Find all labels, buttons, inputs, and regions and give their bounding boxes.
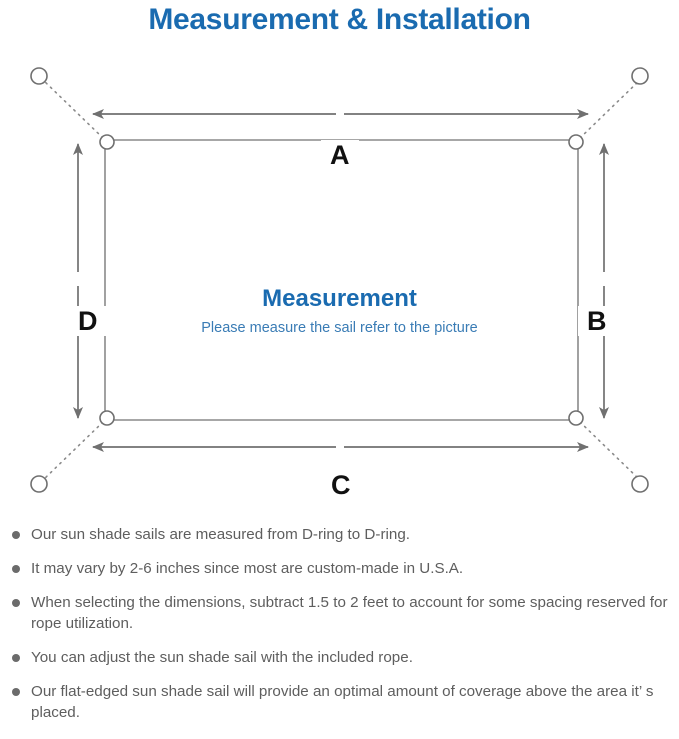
- anchor-point-icon: [30, 475, 48, 493]
- bullet-icon: [12, 654, 20, 662]
- list-item: You can adjust the sun shade sail with t…: [0, 647, 679, 668]
- bullet-icon: [12, 599, 20, 607]
- page-title: Measurement & Installation: [148, 3, 531, 36]
- list-item: Our flat-edged sun shade sail will provi…: [0, 681, 679, 723]
- sail-outline: [104, 139, 579, 421]
- rope-lines: [41, 78, 642, 482]
- dimension-arrows: [73, 109, 609, 452]
- bullet-icon: [12, 688, 20, 696]
- measurement-diagram: Measurement Please measure the sail refe…: [0, 44, 679, 514]
- list-item-text: It may vary by 2-6 inches since most are…: [31, 560, 464, 577]
- anchor-point-icon: [631, 67, 649, 85]
- notes-list: Our sun shade sails are measured from D-…: [0, 524, 679, 736]
- list-item: When selecting the dimensions, subtract …: [0, 592, 679, 634]
- list-item-text: You can adjust the sun shade sail with t…: [31, 649, 413, 666]
- bullet-icon: [12, 531, 20, 539]
- d-ring-icon-group: [99, 134, 584, 426]
- list-item-text: When selecting the dimensions, subtract …: [31, 594, 668, 632]
- list-item-text: Our flat-edged sun shade sail will provi…: [31, 683, 654, 721]
- d-ring-icon: [99, 410, 115, 426]
- dimension-label-c: C: [322, 470, 360, 500]
- dimension-label-a: A: [321, 140, 359, 170]
- bullet-icon: [12, 565, 20, 573]
- dimension-label-d: D: [69, 306, 107, 336]
- list-item: Our sun shade sails are measured from D-…: [0, 524, 679, 545]
- d-ring-icon: [99, 134, 115, 150]
- anchor-point-group: [30, 67, 649, 493]
- dimension-label-b: B: [578, 306, 616, 336]
- list-item-text: Our sun shade sails are measured from D-…: [31, 526, 410, 543]
- d-ring-icon: [568, 134, 584, 150]
- anchor-point-icon: [631, 475, 649, 493]
- anchor-point-icon: [30, 67, 48, 85]
- d-ring-icon: [568, 410, 584, 426]
- list-item: It may vary by 2-6 inches since most are…: [0, 558, 679, 579]
